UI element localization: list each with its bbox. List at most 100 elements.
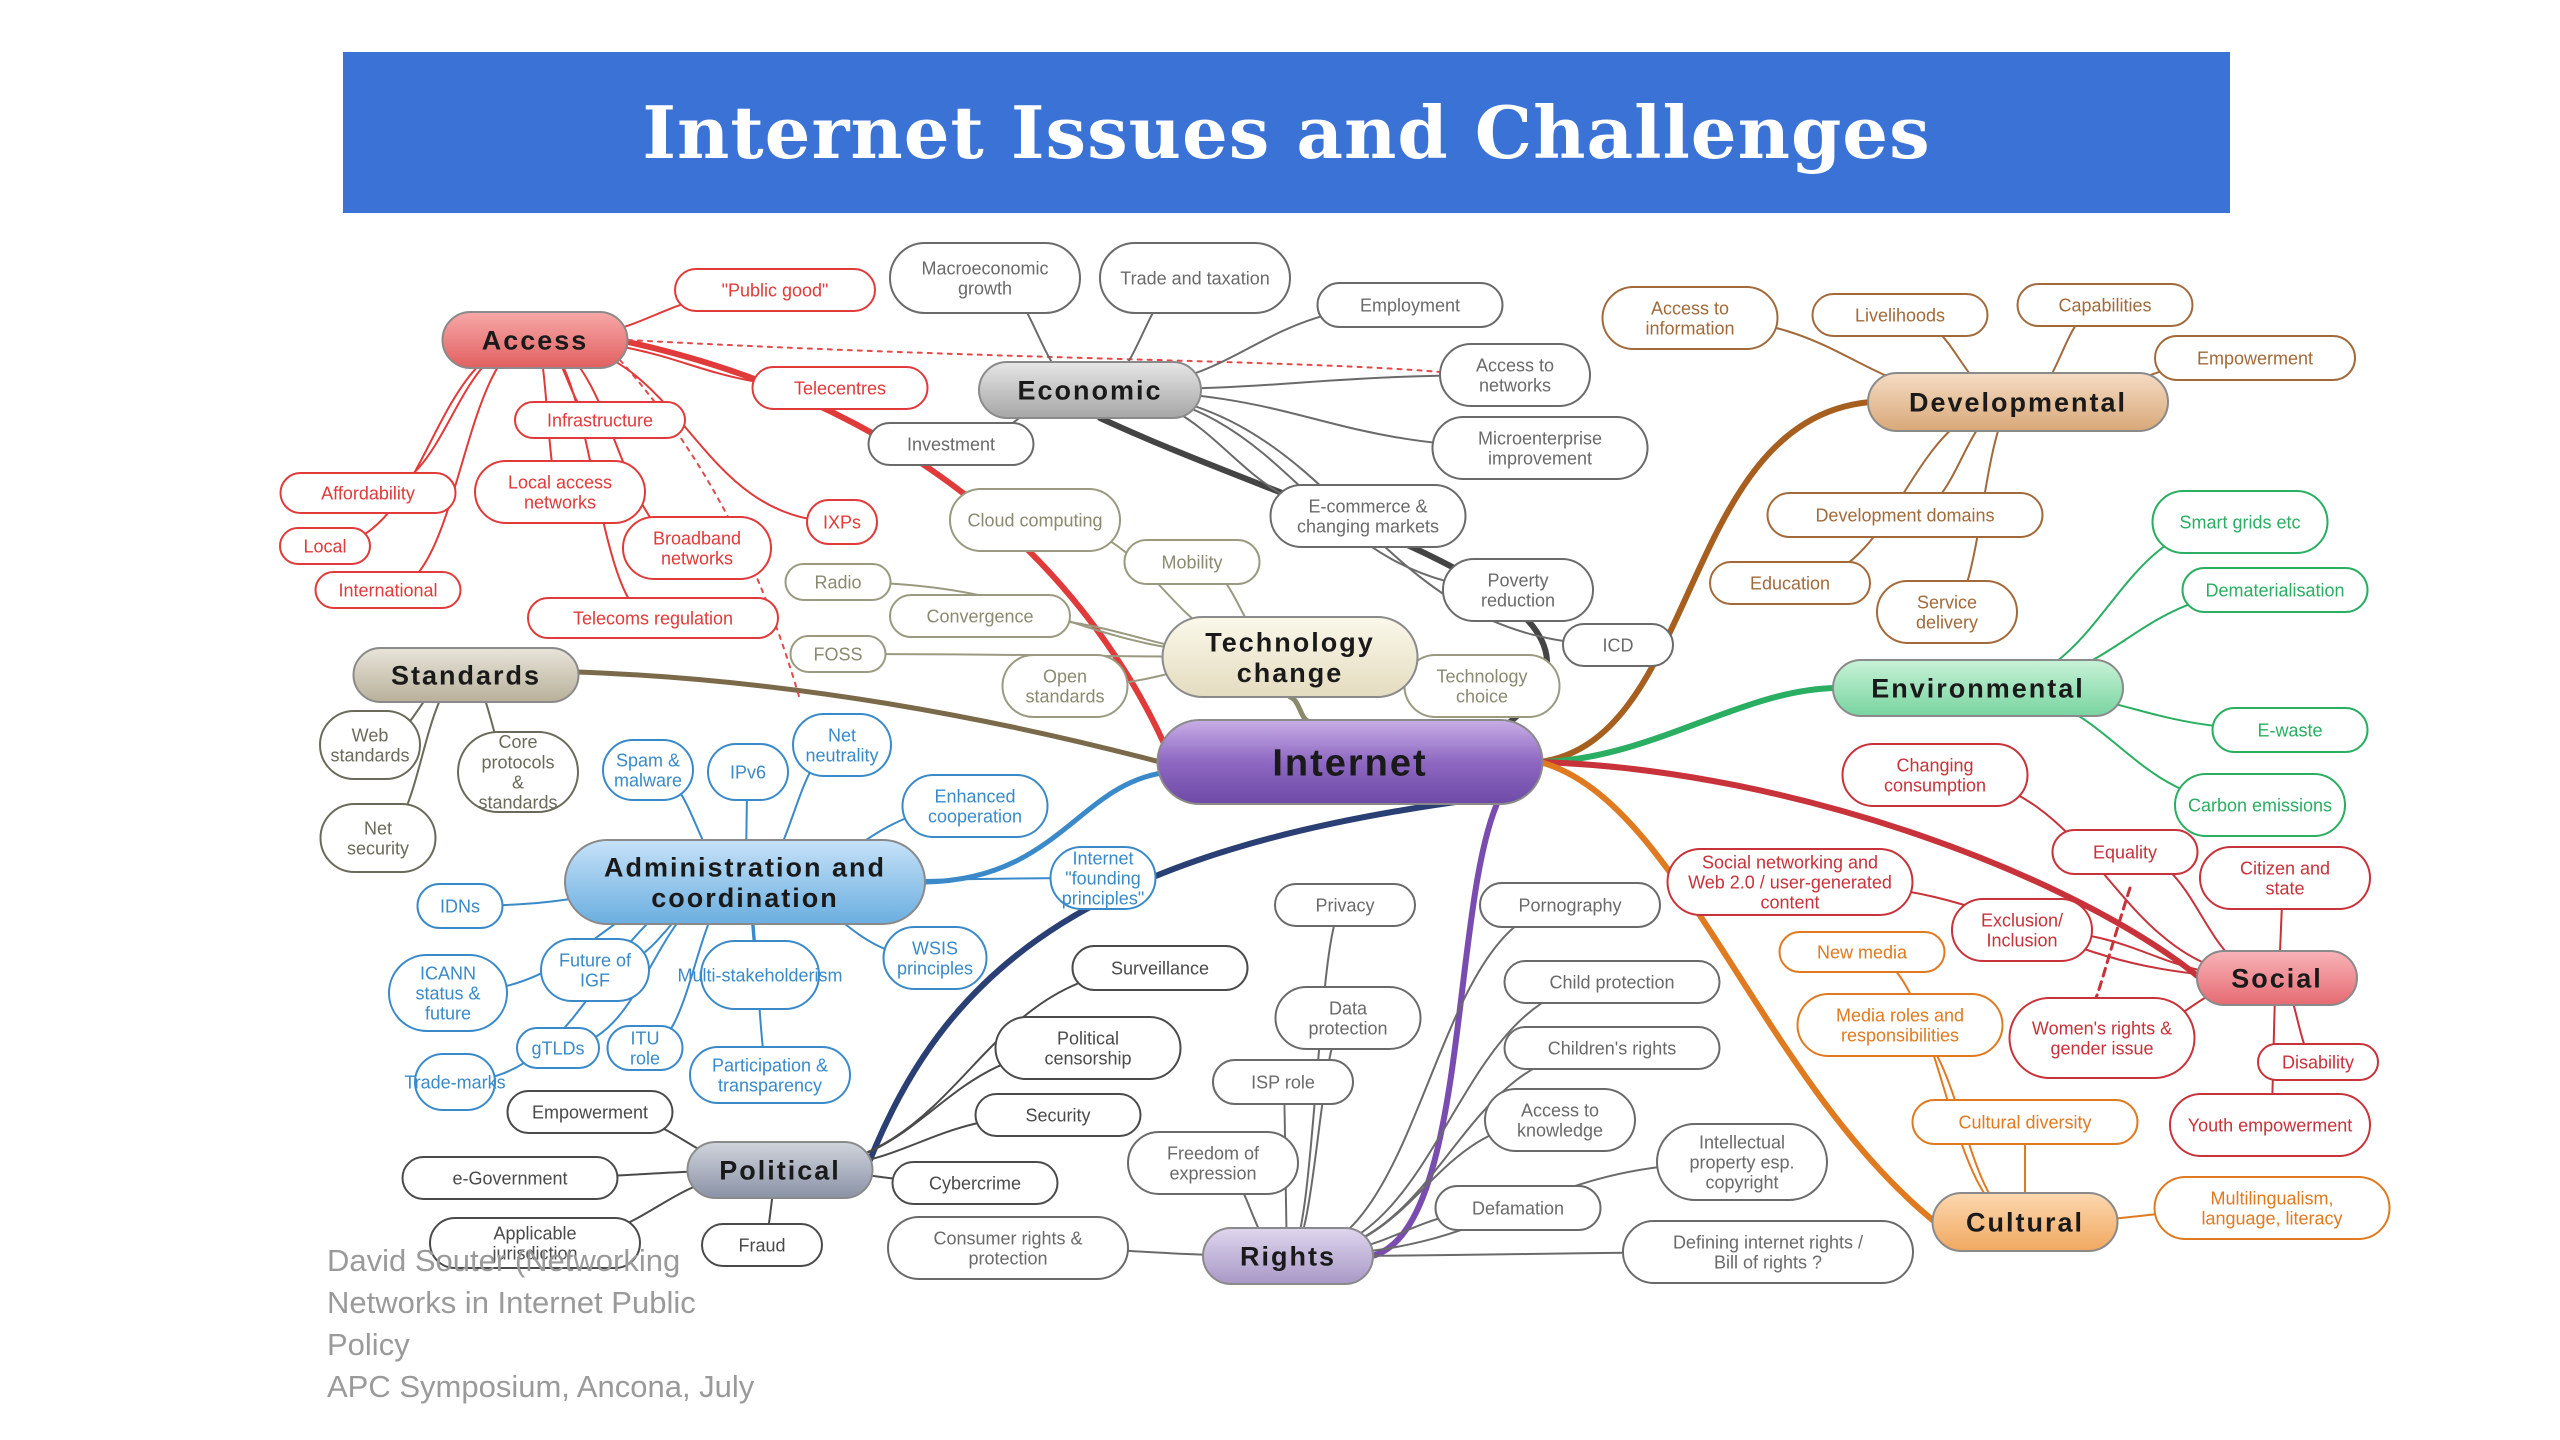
node-affordability: Affordability bbox=[279, 472, 457, 514]
node-public-good-label: "Public good" bbox=[722, 280, 829, 300]
node-foss: FOSS bbox=[789, 635, 887, 673]
node-ecommerce-bubble bbox=[1269, 484, 1467, 548]
node-social-networking-bubble bbox=[1666, 848, 1914, 916]
node-fraud-bubble bbox=[701, 1223, 823, 1267]
branch-economic-bubble bbox=[978, 361, 1202, 419]
node-participation-bubble bbox=[689, 1046, 851, 1104]
node-participation: Participation &transparency bbox=[689, 1046, 851, 1104]
node-gtlds-bubble bbox=[516, 1027, 600, 1069]
node-dematerialisation-label: Dematerialisation bbox=[2205, 580, 2344, 600]
node-applicable-bubble bbox=[429, 1217, 641, 1269]
node-dematerialisation-bubble bbox=[2181, 567, 2369, 613]
node-trademarks-bubble bbox=[414, 1053, 496, 1111]
node-carbon-bubble bbox=[2174, 773, 2346, 837]
node-disability-bubble bbox=[2257, 1043, 2379, 1081]
node-employment: Employment bbox=[1316, 282, 1504, 328]
node-capabilities-bubble bbox=[2016, 283, 2194, 327]
branch-economic-label: Economic bbox=[1017, 376, 1162, 406]
node-multilingualism-bubble bbox=[2153, 1176, 2391, 1240]
node-multistake-bubble bbox=[700, 940, 820, 1010]
node-infrastructure: Infrastructure bbox=[514, 401, 686, 439]
node-convergence-label: Convergence bbox=[926, 606, 1033, 626]
node-consumer-rights: Consumer rights &protection bbox=[887, 1216, 1129, 1280]
node-ewaste-label: E-waste bbox=[2257, 720, 2322, 740]
node-surveillance-bubble bbox=[1071, 945, 1249, 991]
node-net-neutrality-bubble bbox=[792, 713, 892, 777]
dotted-link-access-radio bbox=[619, 359, 801, 701]
node-equality-bubble bbox=[2051, 829, 2199, 875]
branch-social: Social bbox=[2196, 950, 2358, 1006]
node-pornography-bubble bbox=[1479, 882, 1661, 928]
node-pornography-label: Pornography bbox=[1518, 895, 1621, 915]
node-isp-role-bubble bbox=[1212, 1059, 1354, 1105]
node-disability: Disability bbox=[2257, 1043, 2379, 1081]
node-dev-domains-bubble bbox=[1766, 492, 2044, 538]
node-multistake-label: Multi-stakeholderism bbox=[677, 965, 842, 985]
node-trade-bubble bbox=[1099, 242, 1291, 314]
node-child-protection-label: Child protection bbox=[1549, 972, 1674, 992]
node-infrastructure-bubble bbox=[514, 401, 686, 439]
connector-new-media bbox=[1861, 951, 2026, 1223]
branch-social-bubble bbox=[2196, 950, 2358, 1006]
node-ip-copyright-bubble bbox=[1656, 1123, 1828, 1201]
node-capabilities-label: Capabilities bbox=[2058, 295, 2151, 315]
node-local: Local bbox=[279, 527, 371, 565]
node-icann-bubble bbox=[388, 954, 508, 1032]
branch-line-environmental bbox=[1537, 685, 1838, 765]
node-public-good: "Public good" bbox=[674, 268, 876, 312]
branch-developmental-bubble bbox=[1867, 372, 2169, 432]
node-child-protection: Child protection bbox=[1503, 960, 1721, 1004]
node-affordability-label: Affordability bbox=[321, 483, 415, 503]
node-new-media: New media bbox=[1778, 931, 1946, 973]
branch-internet: Internet bbox=[1156, 719, 1544, 805]
node-fraud: Fraud bbox=[701, 1223, 823, 1267]
node-new-media-bubble bbox=[1778, 931, 1946, 973]
node-telecoms-reg-bubble bbox=[527, 597, 779, 639]
node-childrens-rights: Children's rights bbox=[1503, 1026, 1721, 1070]
node-core-protocols-bubble bbox=[457, 731, 579, 813]
node-macro-bubble bbox=[889, 242, 1081, 314]
node-local-bubble bbox=[279, 527, 371, 565]
node-radio-label: Radio bbox=[814, 572, 861, 592]
node-spam-label: Spam &malware bbox=[614, 750, 682, 790]
branch-internet-label: Internet bbox=[1272, 743, 1427, 785]
node-web-standards-bubble bbox=[319, 710, 421, 780]
node-internet-rights: Defining internet rights /Bill of rights… bbox=[1622, 1220, 1914, 1284]
node-ewaste-bubble bbox=[2211, 707, 2369, 753]
node-child-protection-bubble bbox=[1503, 960, 1721, 1004]
node-cybercrime-bubble bbox=[891, 1161, 1059, 1205]
node-womens-rights-label: Women's rights &gender issue bbox=[2032, 1018, 2172, 1058]
node-multilingualism: Multilingualism,language, literacy bbox=[2153, 1176, 2391, 1240]
node-security-bubble bbox=[974, 1093, 1142, 1137]
branch-cultural-label: Cultural bbox=[1966, 1208, 2084, 1238]
node-radio-bubble bbox=[784, 563, 892, 601]
node-telecentres-bubble bbox=[751, 366, 929, 410]
node-affordability-bubble bbox=[279, 472, 457, 514]
node-infrastructure-label: Infrastructure bbox=[547, 410, 653, 430]
node-changing-consumption-bubble bbox=[1841, 743, 2029, 807]
branch-cultural: Cultural bbox=[1931, 1192, 2119, 1252]
node-gtlds-label: gTLDs bbox=[531, 1038, 584, 1058]
node-idns-bubble bbox=[416, 883, 504, 929]
